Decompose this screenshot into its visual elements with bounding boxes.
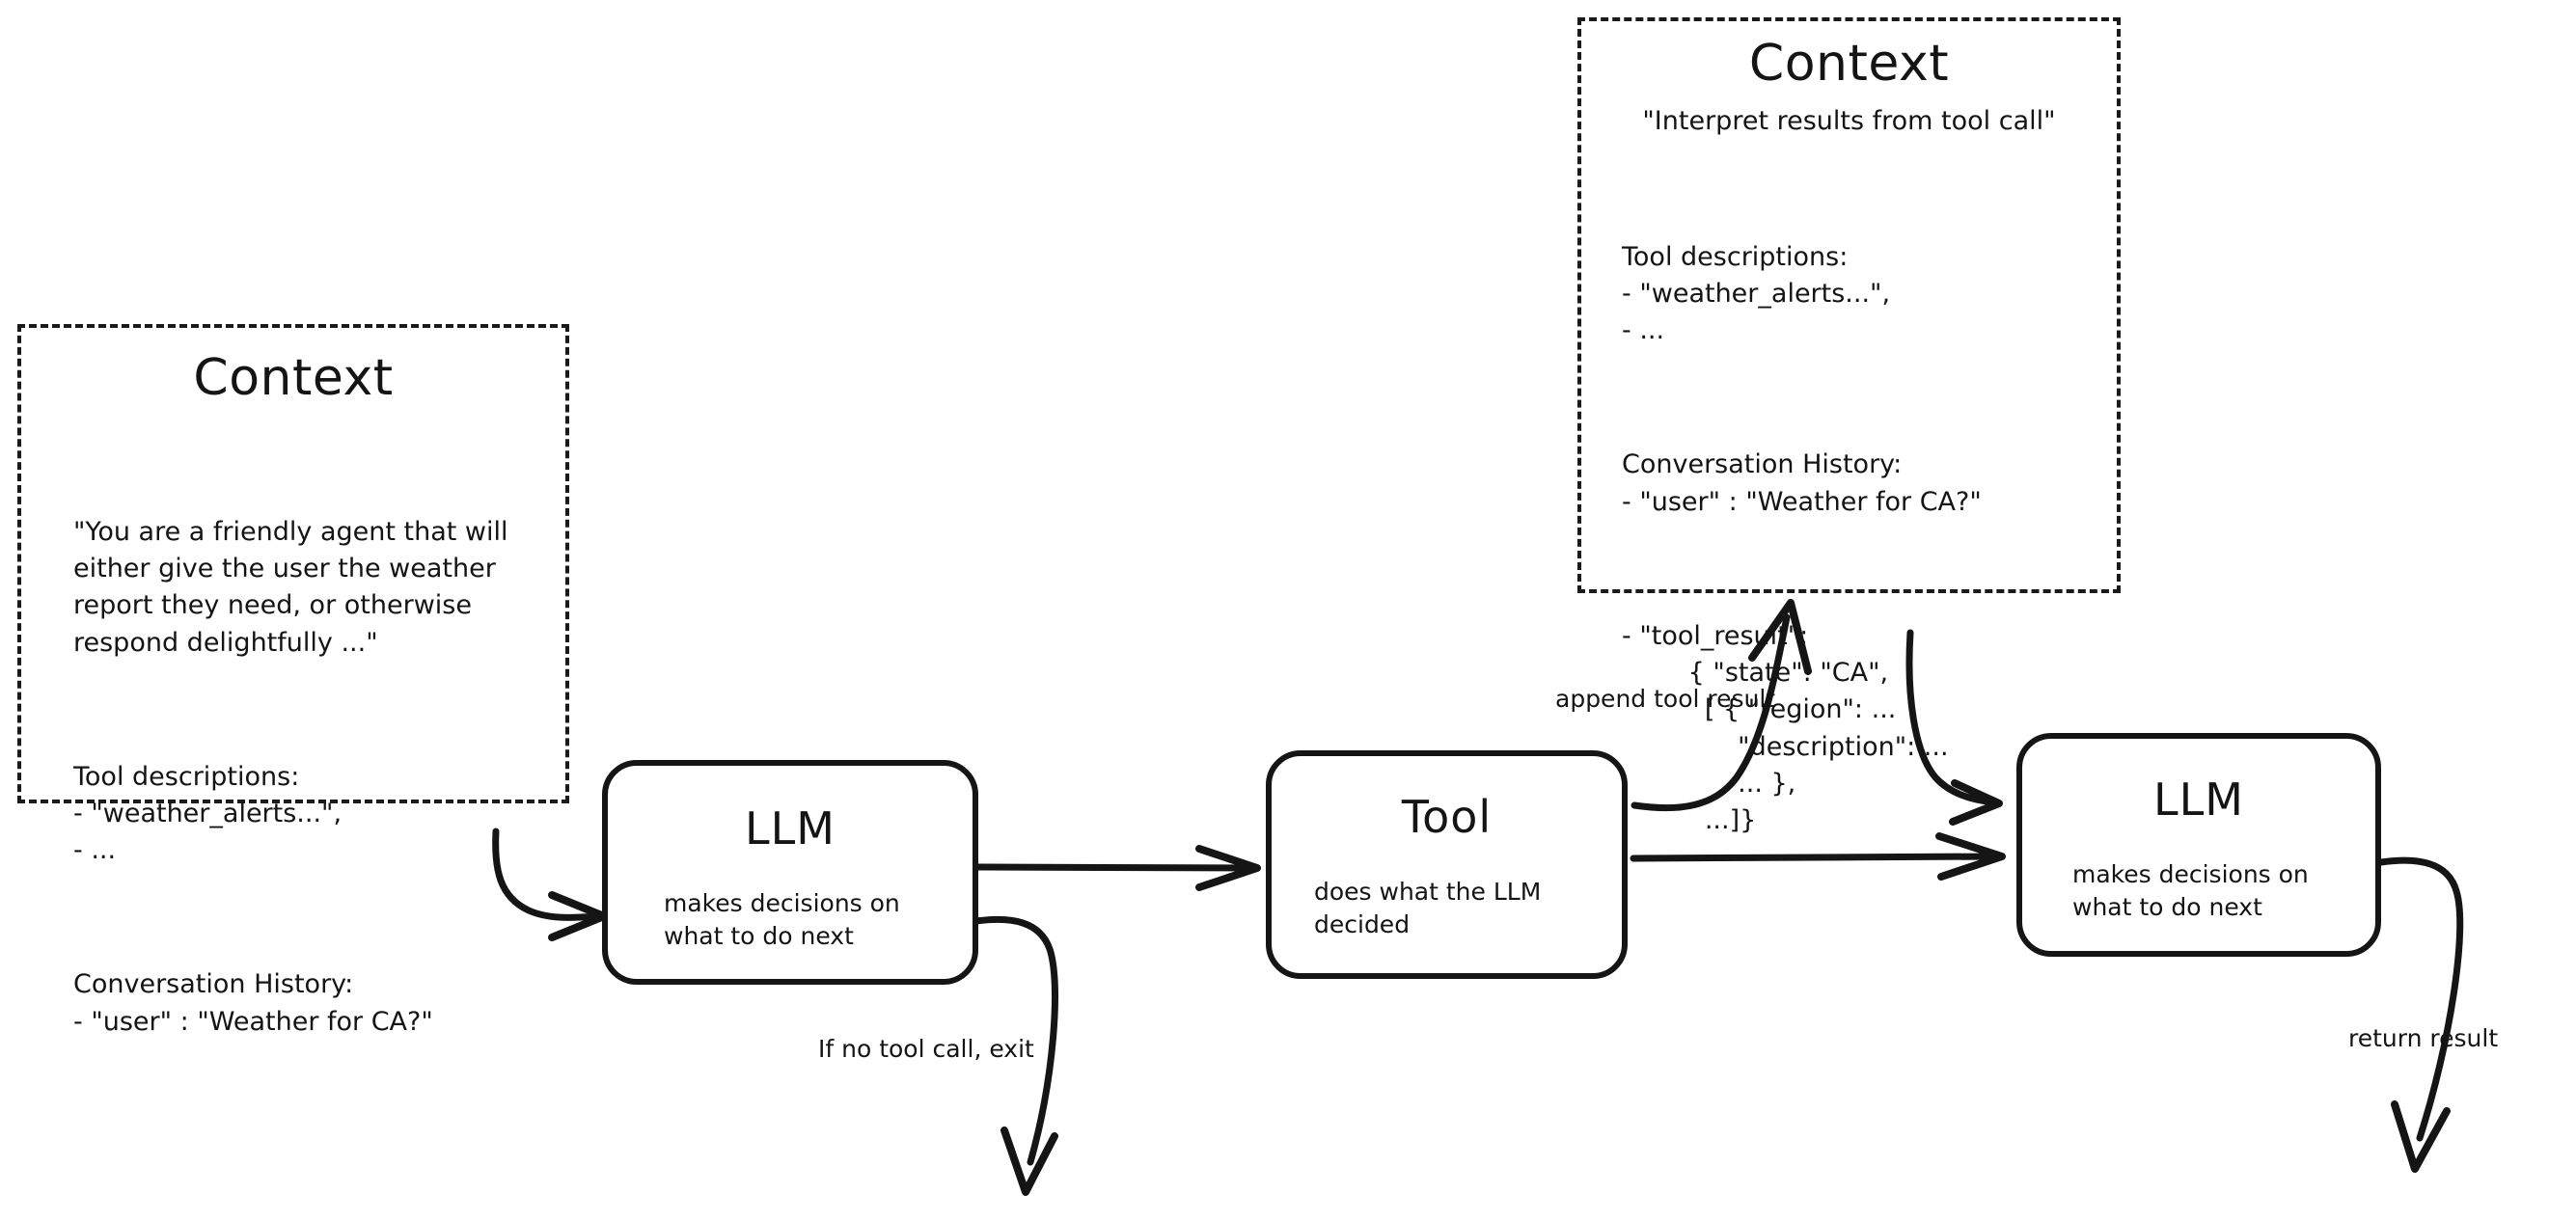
edge-llm2-return: [2377, 856, 2464, 1173]
node-tool-title: Tool: [1401, 791, 1493, 843]
node-llm-second-title: LLM: [2153, 773, 2244, 826]
node-llm-second[interactable]: LLM makes decisions on what to do next: [2016, 733, 2381, 957]
context-left-title: Context: [193, 349, 394, 407]
edge-llm1-to-tool: [973, 845, 1261, 891]
context-right-body: Tool descriptions: - "weather_alerts..."…: [1606, 165, 2092, 913]
context-right-tool-descriptions: Tool descriptions: - "weather_alerts..."…: [1622, 241, 1891, 346]
edge-label-append-tool-result: append tool result: [1555, 685, 1776, 713]
context-right-instruction: "Interpret results from tool call": [1642, 106, 2056, 136]
node-llm-first-subtitle: makes decisions on what to do next: [664, 889, 900, 950]
context-right-conversation-history: Conversation History: - "user" : "Weathe…: [1622, 449, 1982, 517]
context-right-title: Context: [1748, 35, 1950, 93]
context-left-body: "You are a friendly agent that will eith…: [50, 440, 536, 1115]
context-box-left: Context "You are a friendly agent that w…: [17, 324, 569, 1037]
node-llm-first-title: LLM: [745, 802, 836, 855]
edge-label-return-result: return result: [2348, 1024, 2499, 1052]
node-llm-first[interactable]: LLM makes decisions on what to do next: [602, 760, 978, 985]
context-left-tool-descriptions: Tool descriptions: - "weather_alerts..."…: [73, 761, 343, 866]
context-left-conversation-history: Conversation History: - "user" : "Weathe…: [73, 969, 433, 1037]
context-left-system-prompt: "You are a friendly agent that will eith…: [73, 516, 508, 658]
node-llm-second-subtitle: makes decisions on what to do next: [2072, 860, 2309, 921]
node-tool-subtitle: does what the LLM decided: [1314, 878, 1542, 938]
node-tool[interactable]: Tool does what the LLM decided: [1266, 750, 1628, 979]
context-box-right: Context "Interpret results from tool cal…: [1577, 17, 2121, 835]
context-right-tool-result: - "tool_result": { "state": "CA", [ { "r…: [1622, 620, 1949, 836]
edge-label-if-no-tool-call-exit: If no tool call, exit: [818, 1035, 1034, 1063]
